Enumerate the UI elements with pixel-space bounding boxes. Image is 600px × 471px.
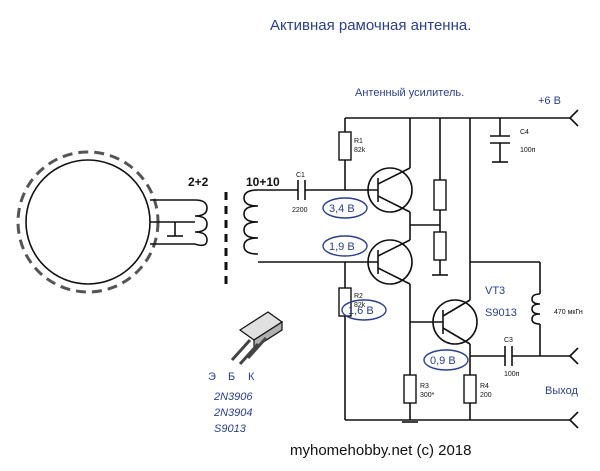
voltage-ellipse-3 — [341, 299, 387, 321]
primary-coil — [194, 199, 208, 247]
supply-label: +6 В — [538, 95, 561, 107]
transistor-type-3: S9013 — [214, 423, 247, 435]
r4-value: 200 — [480, 392, 492, 399]
r3-value: 300* — [420, 392, 435, 399]
c4-value: 100п — [520, 147, 536, 154]
transistor-type-1: 2N3906 — [213, 391, 253, 403]
pin-emitter: Э — [208, 371, 216, 383]
transistor-package-icon — [230, 311, 284, 366]
transistor-type-2: 2N3904 — [213, 407, 253, 419]
r1-value: 82k — [354, 147, 366, 154]
voltage-ellipse-1 — [322, 197, 368, 219]
r2-name: R2 — [354, 293, 363, 300]
transistor-vt3: VT3 S9013 — [410, 262, 517, 375]
output-label: Выход — [545, 385, 578, 397]
capacitor-c1: C1 2200 — [292, 172, 345, 214]
voltage-ellipse-4 — [423, 349, 469, 371]
voltage-ellipse-2 — [322, 235, 368, 257]
transistor-vt2 — [322, 225, 413, 375]
vt3-type: S9013 — [485, 307, 517, 319]
c3-value: 100п — [504, 371, 520, 378]
capacitor-c3: C3 100п — [470, 337, 570, 378]
amplifier-label: Антенный усилитель. — [355, 87, 464, 99]
loop-antenna — [16, 150, 195, 294]
vt3-name: VT3 — [485, 285, 505, 297]
r1-name: R1 — [354, 138, 363, 145]
c3-name: C3 — [504, 337, 513, 344]
pin-base: Б — [228, 371, 235, 383]
primary-ratio: 2+2 — [188, 175, 209, 189]
voltage-1: 3,4 В — [329, 203, 355, 215]
c4-name: C4 — [520, 129, 529, 136]
r2-value: 82k — [354, 302, 366, 309]
inductor-value: 470 мкГн — [554, 309, 583, 316]
pin-collector: К — [248, 371, 255, 383]
inductor-l: 470 мкГн — [531, 262, 583, 356]
resistor-r1: R1 82k — [338, 118, 366, 190]
secondary-ratio: 10+10 — [246, 175, 280, 189]
resistor-r3: R3 300* — [403, 374, 435, 420]
c1-value: 2200 — [292, 207, 308, 214]
voltage-4: 0,9 В — [430, 355, 456, 367]
capacitor-c4: C4 100п — [490, 118, 536, 163]
voltage-3: 1,6 В — [348, 305, 374, 317]
r3-name: R3 — [420, 383, 429, 390]
voltage-2: 1,9 В — [329, 241, 355, 253]
ground-symbol — [167, 222, 183, 237]
resistor-r4: R4 200 — [463, 374, 492, 420]
c1-name: C1 — [296, 172, 305, 179]
footer-credit: myhomehobby.net (c) 2018 — [290, 442, 472, 459]
diagram-title: Активная рамочная антенна. — [270, 17, 471, 34]
secondary-coil — [243, 189, 259, 255]
resistor-r2: R2 82k — [338, 262, 366, 420]
r4-name: R4 — [480, 383, 489, 390]
transistor-vt1 — [345, 118, 413, 225]
